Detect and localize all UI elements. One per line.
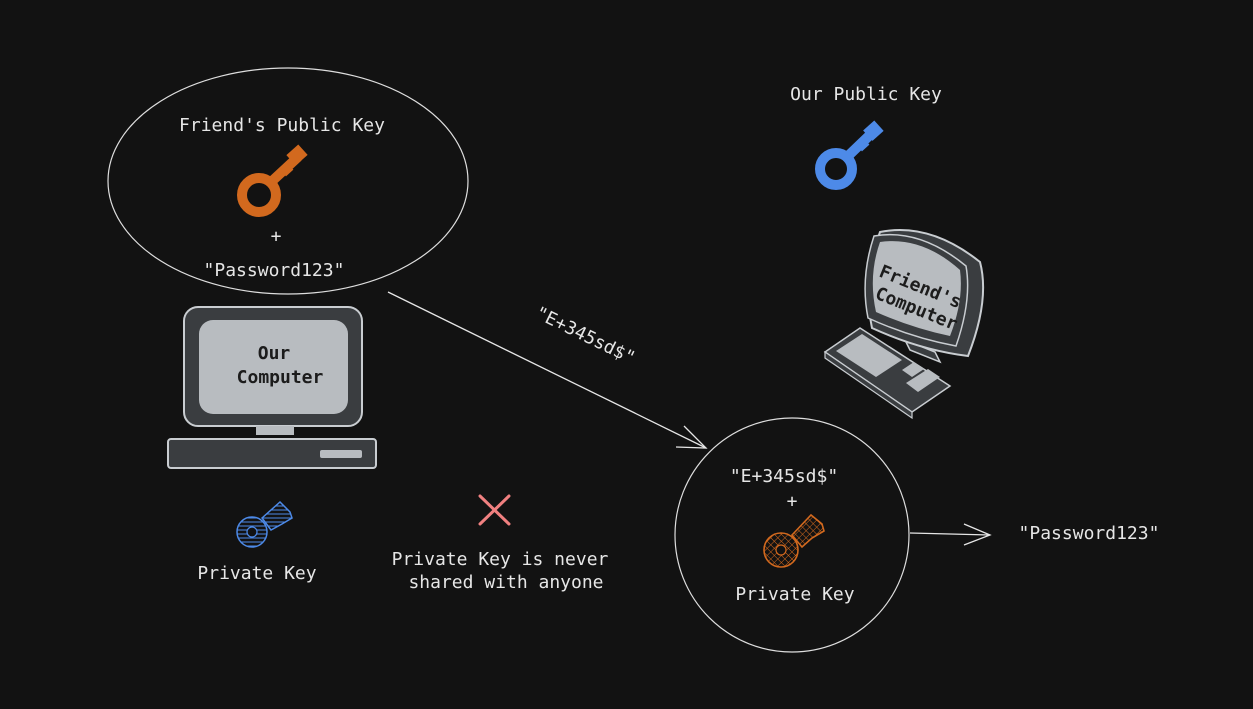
plaintext-password: "Password123" bbox=[204, 260, 345, 281]
our-computer-icon bbox=[167, 306, 377, 469]
friend-computer-icon bbox=[823, 229, 985, 420]
friend-public-key-icon bbox=[237, 144, 308, 217]
encrypted-message-in-circle: "E+345sd$" bbox=[730, 466, 838, 487]
our-computer-label-line2: Computer bbox=[237, 367, 324, 388]
our-computer-label-line1: Our bbox=[258, 343, 291, 364]
plus-sign-2: + bbox=[787, 491, 798, 512]
friend-private-key-label: Private Key bbox=[735, 584, 854, 605]
decrypted-output-arrow bbox=[909, 523, 992, 546]
friend-private-key-icon bbox=[763, 513, 825, 568]
encrypted-message-arrow bbox=[387, 291, 708, 449]
never-shared-note-line2: shared with anyone bbox=[408, 572, 603, 593]
our-private-key-label: Private Key bbox=[197, 563, 316, 584]
our-private-key-icon bbox=[236, 500, 293, 548]
plus-sign: + bbox=[271, 226, 282, 247]
encrypted-message-label: "E+345sd$" bbox=[532, 303, 639, 369]
our-public-key-label: Our Public Key bbox=[790, 84, 942, 105]
our-public-key-icon bbox=[815, 120, 884, 190]
friend-public-key-label: Friend's Public Key bbox=[179, 115, 385, 136]
decrypted-password: "Password123" bbox=[1019, 523, 1160, 544]
never-shared-note-line1: Private Key is never bbox=[392, 549, 609, 570]
friend-public-key-ellipse bbox=[107, 67, 469, 295]
cross-icon bbox=[478, 494, 511, 526]
decryption-circle bbox=[674, 417, 910, 653]
